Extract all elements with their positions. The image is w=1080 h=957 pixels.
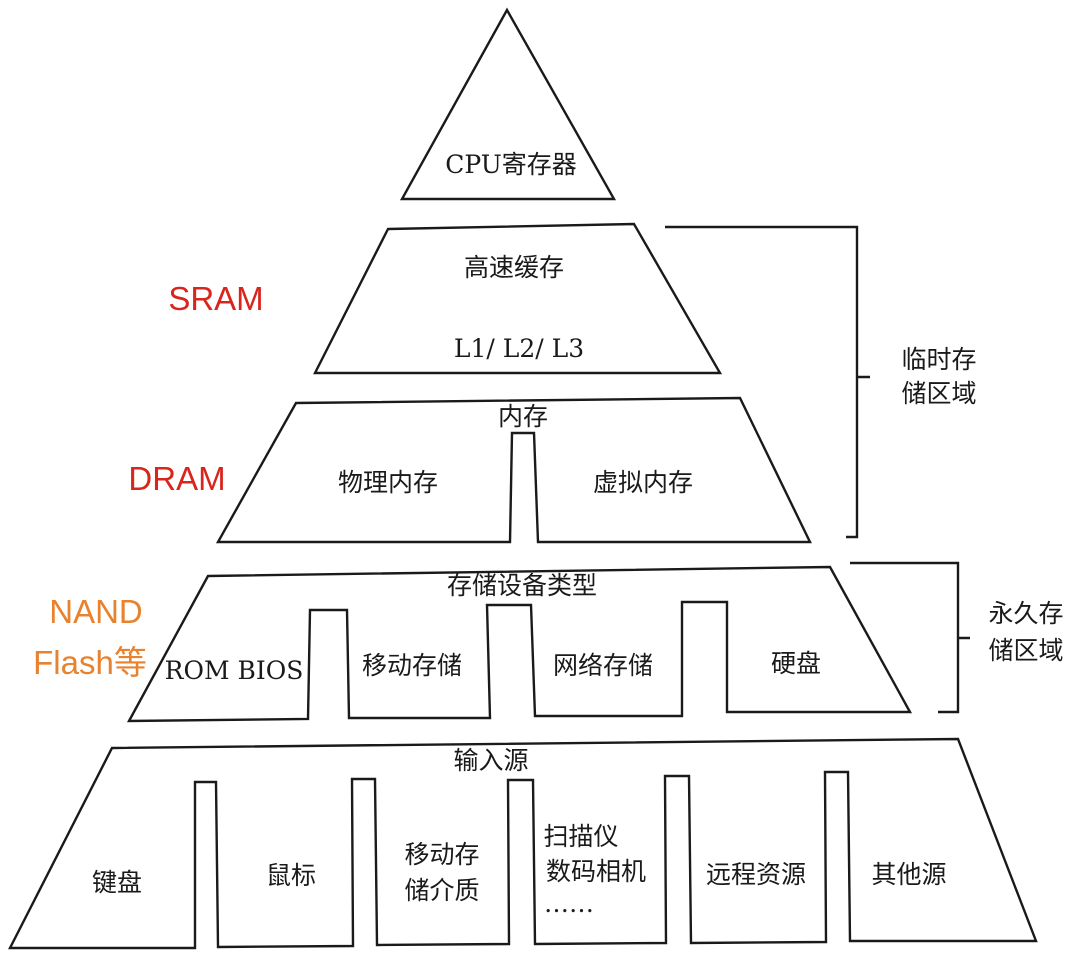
physical-memory-label: 物理内存: [338, 468, 438, 497]
permanent-storage-bracket: [850, 561, 970, 714]
input-trapezoid: [8, 737, 1038, 950]
permanent-storage-line2: 储区域: [988, 636, 1063, 665]
storage-trapezoid: [126, 565, 913, 723]
sram-label: SRAM: [168, 280, 263, 317]
virtual-memory-label: 虚拟内存: [593, 468, 693, 497]
removable-media-line1: 移动存: [404, 840, 479, 869]
ellipsis-label: ……: [544, 889, 594, 918]
scanner-label: 扫描仪: [543, 822, 618, 851]
cpu-register-label: CPU寄存器: [445, 150, 577, 179]
cache-trapezoid: [313, 222, 723, 375]
cache-title: 高速缓存: [464, 253, 564, 282]
dram-label: DRAM: [128, 460, 225, 497]
removable-storage-label: 移动存储: [362, 651, 462, 680]
mouse-label: 鼠标: [266, 861, 316, 890]
digital-camera-label: 数码相机: [546, 857, 646, 886]
memory-trapezoid: [215, 396, 812, 544]
nand-label-line2: Flash等: [33, 644, 147, 681]
network-storage-label: 网络存储: [553, 651, 653, 680]
rom-bios-label: ROM BIOS: [165, 656, 304, 685]
removable-media-line2: 储介质: [404, 876, 479, 905]
storage-title: 存储设备类型: [447, 571, 597, 600]
cache-levels: L1/ L2/ L3: [454, 334, 584, 363]
hard-disk-label: 硬盘: [771, 649, 821, 678]
other-sources-label: 其他源: [871, 860, 946, 889]
input-source-title: 输入源: [453, 746, 528, 775]
temporary-storage-bracket: [665, 225, 870, 539]
temporary-storage-line2: 储区域: [901, 379, 976, 408]
memory-title: 内存: [498, 402, 548, 431]
keyboard-label: 键盘: [92, 868, 142, 897]
permanent-storage-line1: 永久存: [988, 599, 1063, 628]
nand-label-line1: NAND: [49, 593, 143, 630]
cpu-triangle: [399, 7, 617, 201]
temporary-storage-line1: 临时存: [901, 345, 976, 374]
remote-resources-label: 远程资源: [706, 860, 806, 889]
